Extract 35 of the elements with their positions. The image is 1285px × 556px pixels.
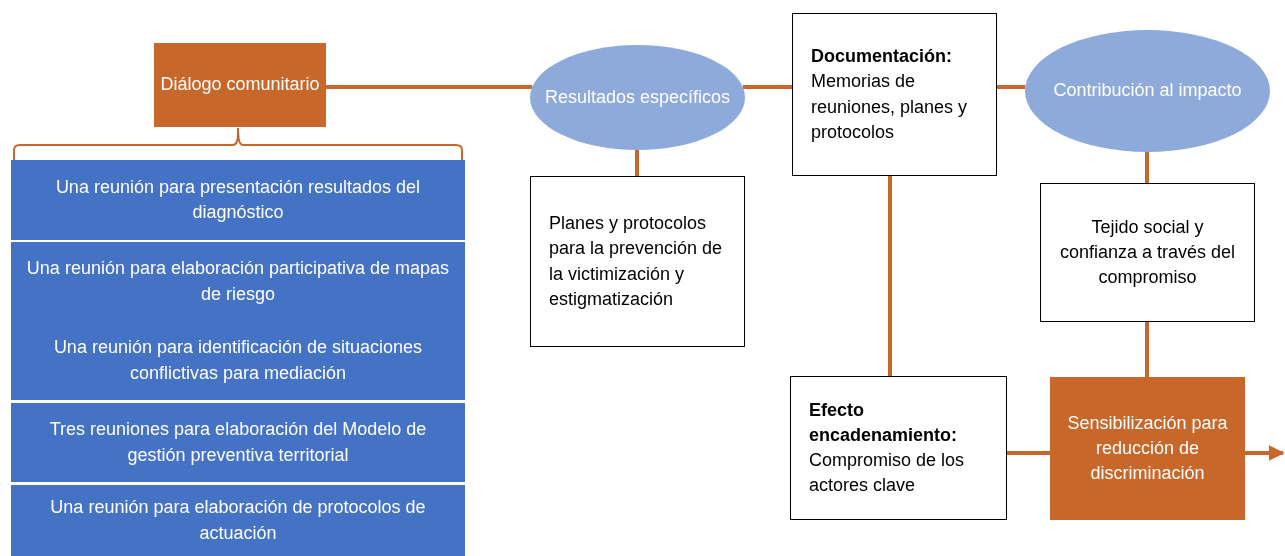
box-text: Diálogo comunitario [160,73,320,97]
box-text: Una reunión para identificación de situaciones conflictivas para mediación [52,336,424,385]
process-box [154,43,326,127]
box-text: Una reunión para presentación resultados del diagnóstico [54,175,422,224]
arrow [1245,445,1285,461]
box-heading: Efecto encadenamiento: [809,398,959,447]
connector-line [888,176,892,376]
process-box [1050,377,1245,520]
connector-line [997,85,1026,89]
activity-box [11,485,465,556]
text-box [530,176,745,347]
box-heading: Documentación: [811,45,952,69]
connector-line [742,85,792,89]
activity-box [11,160,465,240]
box-text: Contribución al impacto [1053,79,1242,103]
box-text: Compromiso de los actores clave [809,449,966,498]
activity-box [11,403,465,482]
box-text: Memorias de reuniones, planes y protocolos [811,70,969,144]
connector-line [326,85,533,89]
text-box [1040,183,1255,322]
connector-line [1007,451,1050,455]
text-box [790,376,1007,520]
box-text: Tejido social y confianza a través del compromiso [1058,215,1237,290]
text-box [792,13,997,176]
activity-box [11,242,465,321]
activity-box [11,321,465,400]
connector-line [1145,322,1149,377]
box-text: Sensibilización para reducción de discriminación [1066,411,1229,486]
connector-line [1145,152,1149,183]
box-text: Tres reuniones para elaboración del Modelo de gestión preventiva territorial [48,418,428,467]
connector-line [635,150,639,176]
box-text: Planes y protocolos para la prevención de la victimización y estigmatización [549,212,724,311]
box-text: Una reunión para elaboración participativa de mapas de riesgo [25,257,451,306]
box-text: Resultados específicos [544,85,731,109]
box-text: Una reunión para elaboración de protocolos de actuación [49,496,427,545]
